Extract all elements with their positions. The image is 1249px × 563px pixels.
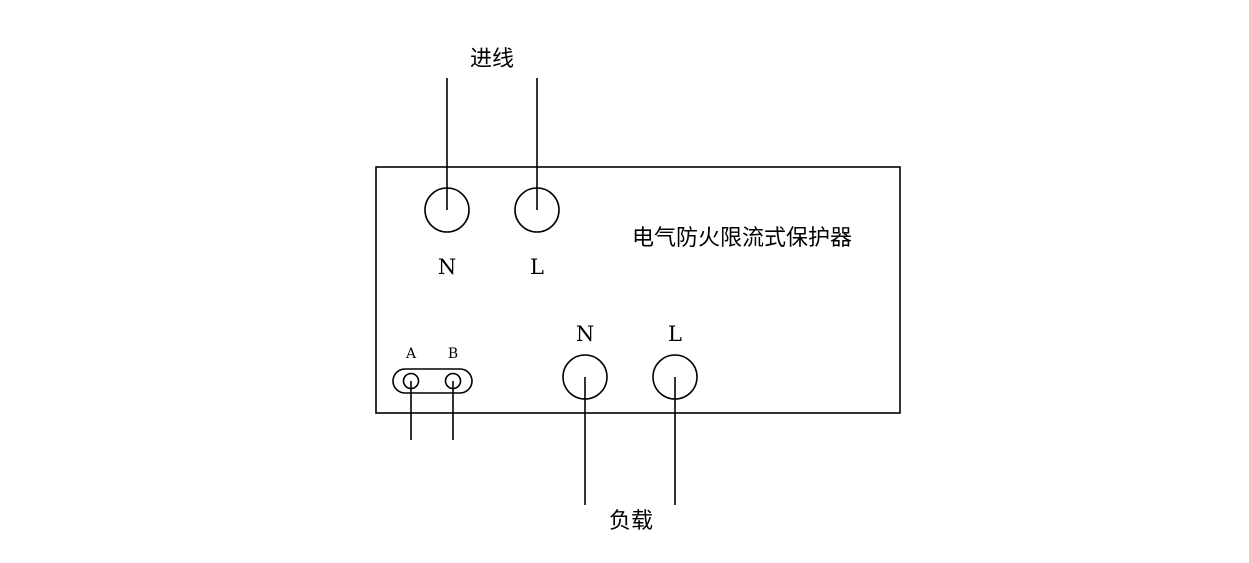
input-l-terminal	[514, 187, 560, 233]
signal-a-label: A	[405, 346, 417, 362]
device-name: 电气防火限流式保护器	[632, 226, 852, 251]
device-box	[375, 166, 901, 414]
input-n-label: N	[438, 255, 456, 279]
output-n-label: N	[576, 322, 594, 346]
input-n-terminal	[424, 187, 470, 233]
signal-b-label: B	[448, 346, 458, 362]
output-l-label: L	[668, 322, 682, 346]
signal-terminal-strip	[392, 368, 473, 394]
incoming-label: 进线	[470, 47, 514, 72]
input-l-label: L	[530, 255, 544, 279]
load-label: 负载	[609, 509, 653, 534]
